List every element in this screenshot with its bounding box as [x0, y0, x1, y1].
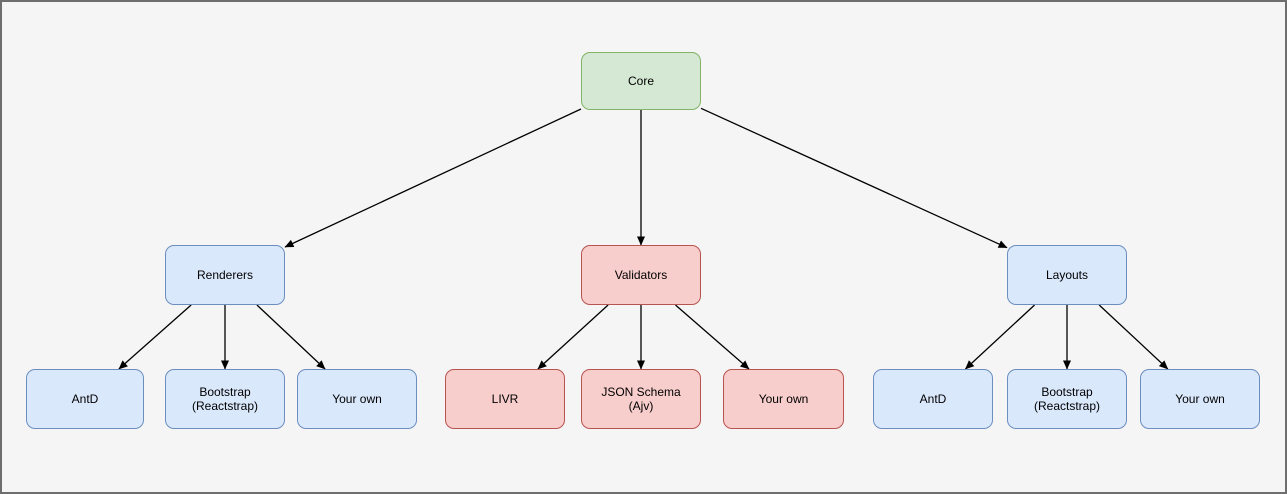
node-label: Bootstrap (Reactstrap): [1033, 385, 1101, 413]
node-label: Your own: [332, 392, 382, 406]
node-label: Bootstrap (Reactstrap): [191, 385, 259, 413]
node-label: Renderers: [196, 268, 254, 282]
node-renderers-antd[interactable]: AntD: [26, 369, 144, 429]
node-label: AntD: [919, 392, 947, 406]
node-label: Validators: [614, 268, 668, 282]
node-layouts-antd[interactable]: AntD: [873, 369, 993, 429]
node-validators-livr[interactable]: LIVR: [445, 369, 565, 429]
node-layouts-bootstrap[interactable]: Bootstrap (Reactstrap): [1007, 369, 1127, 429]
node-label: AntD: [71, 392, 99, 406]
node-label: Layouts: [1045, 268, 1089, 282]
node-renderers-bootstrap[interactable]: Bootstrap (Reactstrap): [165, 369, 285, 429]
edge-layouts-to-l-antd: [964, 304, 1036, 370]
node-label: Your own: [758, 392, 809, 406]
node-core[interactable]: Core: [581, 52, 701, 110]
node-label: LIVR: [491, 392, 519, 406]
edge-validators-to-v-livr: [537, 304, 609, 370]
edge-renderers-to-r-antd: [118, 304, 192, 370]
node-validators-json-schema[interactable]: JSON Schema (Ajv): [581, 369, 701, 429]
node-layouts[interactable]: Layouts: [1007, 245, 1127, 305]
edge-validators-to-v-own: [675, 304, 750, 370]
node-label: Your own: [1175, 392, 1225, 406]
node-renderers-your-own[interactable]: Your own: [297, 369, 417, 429]
edge-renderers-to-r-own: [256, 304, 326, 370]
node-layouts-your-own[interactable]: Your own: [1140, 369, 1260, 429]
node-validators-your-own[interactable]: Your own: [723, 369, 844, 429]
node-renderers[interactable]: Renderers: [165, 245, 285, 305]
edge-layouts-to-l-own: [1098, 304, 1169, 370]
node-label: Core: [627, 74, 654, 88]
edge-core-to-renderers: [284, 108, 582, 248]
node-label: JSON Schema (Ajv): [601, 385, 681, 413]
node-validators[interactable]: Validators: [581, 245, 701, 305]
edge-core-to-layouts: [700, 107, 1008, 249]
